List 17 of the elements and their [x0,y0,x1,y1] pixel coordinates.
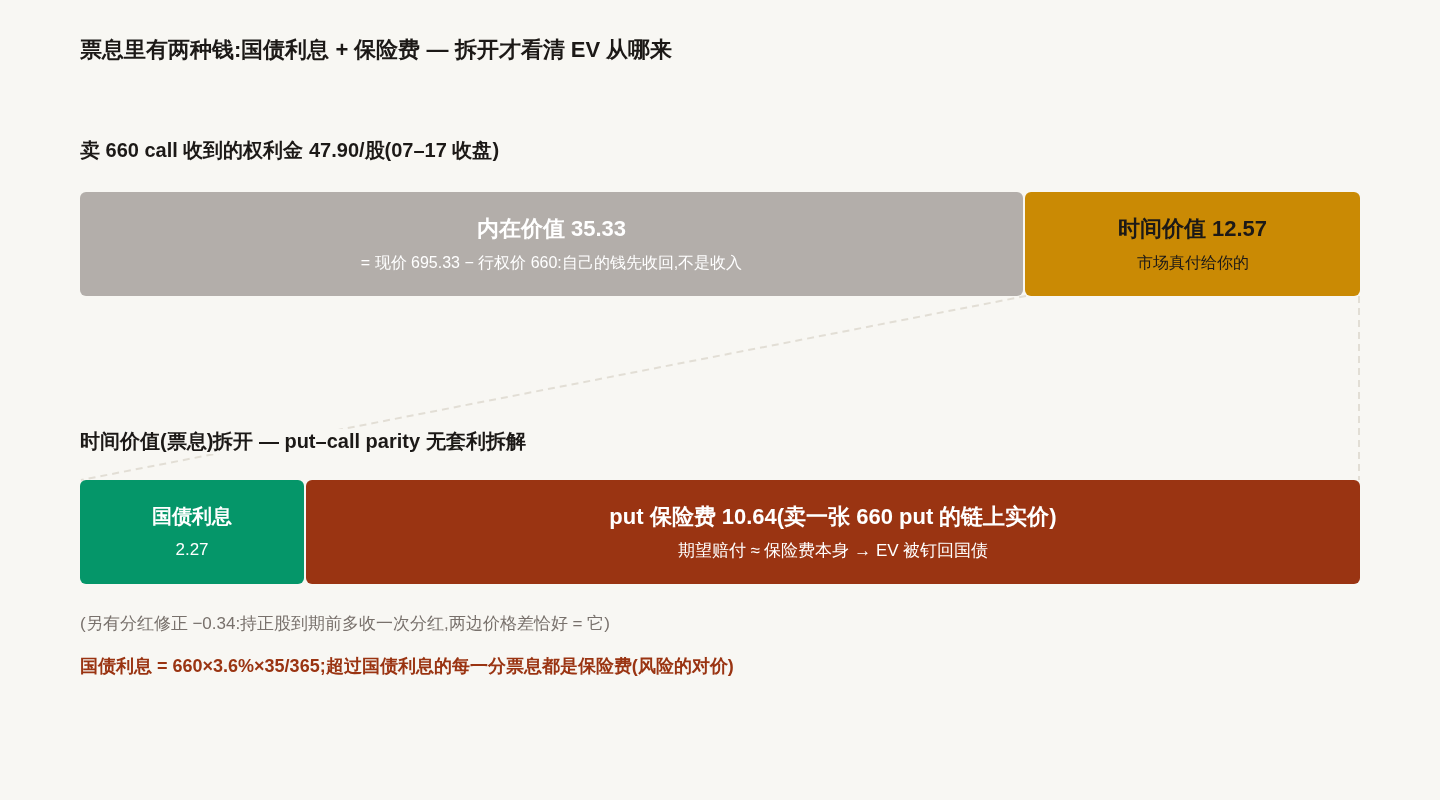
block-heading: 国债利息 [152,503,232,529]
block-text: 市场真付给你的 [1136,252,1249,273]
block-text: = 现价 695.33 − 行权价 660:自己的钱先收回,不是收入 [360,252,743,273]
footnote: (另有分红修正 −0.34:持正股到期前多收一次分红,两边价格差恰好 = 它) [80,613,610,635]
value-block [1025,192,1360,296]
title: 票息里有两种钱:国债利息 + 保险费 — 拆开才看清 EV 从哪来 [80,36,673,64]
block-text: 2.27 [175,538,209,561]
block-heading: put 保险费 10.64(卖一张 660 put 的链上实价) [609,502,1057,531]
block-text: 期望赔付 ≈ 保险费本身 → EV 被钉回国债 [677,540,989,562]
dashed-connector [80,295,1027,481]
value-block [306,480,1360,584]
value-block [80,480,304,584]
block-heading: 内在价值 35.33 [476,215,627,243]
block-heading: 时间价值 12.57 [1117,215,1268,243]
formula-note: 国债利息 = 660×3.6%×35/365;超过国债利息的每一分票息都是保险费(风险的对价) [80,655,734,678]
section-heading: 卖 660 call 收到的权利金 47.90/股(07–17 收盘) [80,138,500,163]
value-block [80,192,1023,296]
